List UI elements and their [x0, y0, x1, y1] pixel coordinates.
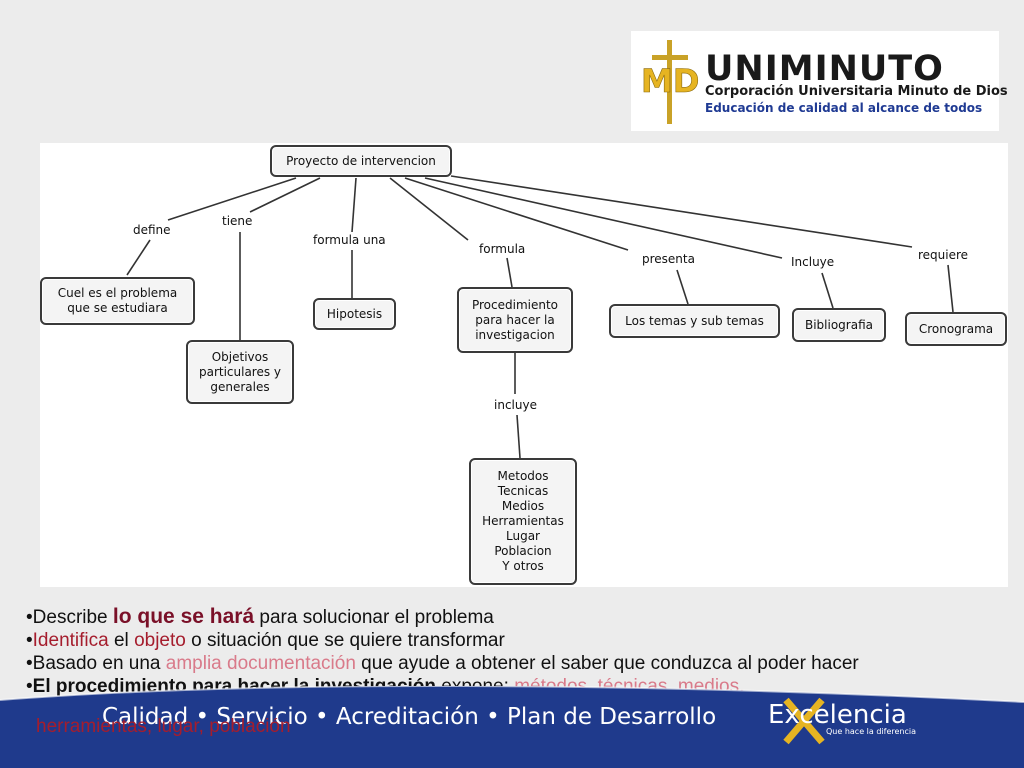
- bullet-mark: •: [26, 630, 33, 651]
- connector: [516, 414, 521, 459]
- bullet-item-4-overflow: herramientas, lugar, población: [36, 716, 291, 737]
- logo-md-mark: MD: [641, 62, 699, 100]
- bullet-mark: •: [26, 676, 33, 697]
- uniminuto-logo: [631, 31, 999, 131]
- node-metodos[interactable]: Metodos Tecnicas Medios Herramientas Lug…: [469, 458, 577, 585]
- logo-line2: Educación de calidad al alcance de todos: [705, 101, 983, 115]
- link-label-define: define: [133, 223, 171, 237]
- link-label-incluye: incluye: [494, 398, 537, 412]
- excelencia-tagline: Que hace la diferencia: [826, 727, 917, 736]
- node-root[interactable]: Proyecto de intervencion: [270, 145, 452, 177]
- connector: [506, 257, 513, 288]
- bullet-highlight: amplia documentación: [165, 653, 356, 674]
- bullet-text: para solucionar el problema: [254, 607, 494, 628]
- node-problema[interactable]: Cuel es el problema que se estudiara: [40, 277, 195, 325]
- bullet-highlight: objeto: [134, 630, 186, 651]
- link-label-formula: formula: [479, 242, 526, 256]
- node-temas[interactable]: Los temas y sub temas: [609, 304, 780, 338]
- bullet-text: el: [108, 630, 135, 651]
- node-bibliografia[interactable]: Bibliografia: [792, 308, 886, 342]
- excelencia-text: Excelencia: [768, 700, 907, 730]
- bullet-text: Describe: [32, 607, 113, 628]
- bullet-highlight: lo que se hará: [112, 605, 255, 628]
- bullet-item-2: •Identifica el objeto o situación que se…: [26, 629, 1024, 652]
- bullet-text: Basado en una: [32, 653, 166, 674]
- connector: [126, 239, 151, 276]
- connector: [249, 177, 321, 213]
- bullet-text: o situación que se quiere transformar: [185, 630, 505, 651]
- connector: [450, 175, 913, 248]
- footer-motto: Calidad • Servicio • Acreditación • Plan…: [102, 704, 717, 730]
- connector: [389, 177, 469, 241]
- bullet-highlight: Identifica: [32, 630, 109, 651]
- connector: [167, 177, 297, 221]
- connector: [404, 177, 629, 251]
- node-cronograma[interactable]: Cronograma: [905, 312, 1007, 346]
- footer-band: [0, 686, 1024, 768]
- node-hipotesis[interactable]: Hipotesis: [313, 298, 396, 330]
- logo-line1: Corporación Universitaria Minuto de Dios: [705, 84, 1008, 99]
- connector: [351, 177, 357, 233]
- link-label-presenta: presenta: [642, 252, 695, 266]
- connector: [947, 264, 954, 313]
- node-objetivos[interactable]: Objetivos particulares y generales: [186, 340, 294, 404]
- bullet-item-3: •Basado en una amplia documentación que …: [26, 652, 1024, 675]
- connector: [821, 272, 834, 309]
- bullet-list: •Describe lo que se hará para solucionar…: [26, 605, 1024, 698]
- connector: [676, 269, 689, 305]
- link-label-requiere: requiere: [918, 248, 969, 262]
- link-label-tiene: tiene: [222, 214, 253, 228]
- logo-cross-icon: [652, 40, 688, 124]
- link-label-formula-una: formula una: [313, 233, 386, 247]
- link-label-incluye-cap: Incluye: [791, 255, 835, 269]
- bullet-mark: •: [26, 653, 33, 674]
- node-procedimiento[interactable]: Procedimiento para hacer la investigacio…: [457, 287, 573, 353]
- connector: [424, 177, 783, 259]
- bullet-item-1: •Describe lo que se hará para solucionar…: [26, 605, 1024, 629]
- bullet-mark: •: [26, 607, 33, 628]
- logo-name: UNIMINUTO: [705, 49, 944, 89]
- bullet-text: que ayude a obtener el saber que conduzc…: [355, 653, 859, 674]
